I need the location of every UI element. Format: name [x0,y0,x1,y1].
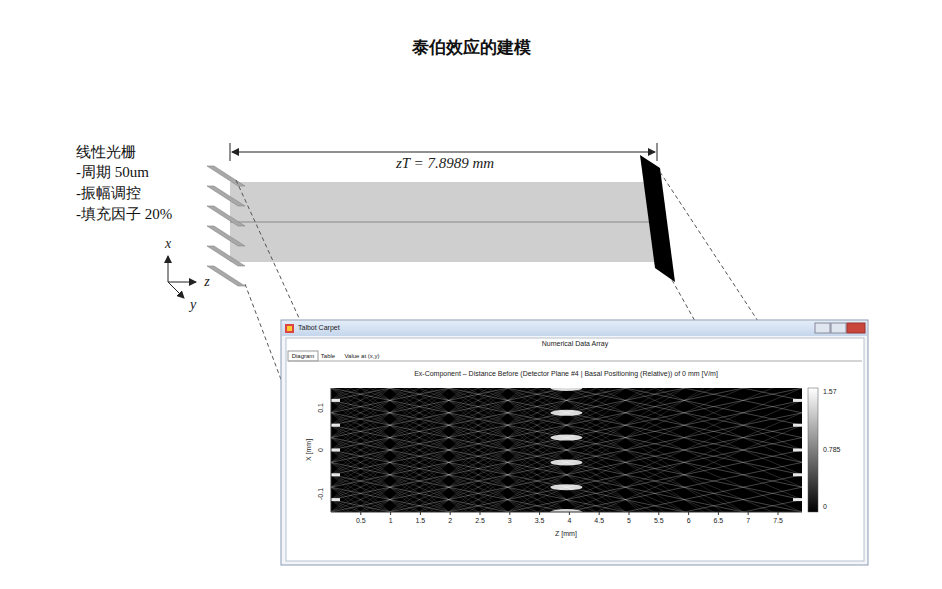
beam [230,182,657,262]
grating [207,166,245,286]
axis-label: z [204,274,209,290]
colorbar [808,388,818,512]
axis-tick: 7 [746,517,750,525]
axis-tick: 4.5 [594,517,604,525]
axis-tick: 4 [567,517,571,525]
axis-tick: 2.5 [475,517,485,525]
tab: Value at (x,y) [345,353,380,360]
axis-tick: 3.5 [535,517,545,525]
colorbar-tick: 0.785 [823,446,841,454]
axis-tick: 0 [317,448,325,452]
axis-label: y [190,297,196,313]
grating-spec: -周期 50um [76,164,149,181]
colorbar-tick: 1.57 [823,388,837,396]
plot-title: Ex-Component – Distance Before (Detector… [414,370,718,378]
axis-tick: 5 [627,517,631,525]
colorbar-tick: 0 [823,503,827,511]
panel-title: Numerical Data Array [542,340,609,348]
axis-tick: 3 [508,517,512,525]
grating-spec: -振幅调控 [76,185,141,202]
tab: Diagram [292,353,315,360]
dimension: zT = 7.8989 mm [394,155,496,172]
axis-title: Z [mm] [555,530,577,538]
detector-plate [640,155,675,282]
axis-tick: 2 [448,517,452,525]
axis-tick: 0.5 [356,517,366,525]
axis-tick: 5.5 [654,517,664,525]
grating-spec: -填充因子 20% [76,206,172,223]
axis-tick: 1.5 [416,517,426,525]
axis-tick: 1 [389,517,393,525]
axis-tick: 6.5 [714,517,724,525]
grating-label: 线性光栅 [76,144,136,161]
axis-tick: 7.5 [773,517,783,525]
axis-tick: -0.1 [317,488,325,500]
title: 泰伯效应的建模 [412,38,531,58]
window-title: Talbot Carpet [298,324,340,332]
axis-tick: 0.1 [317,403,325,413]
axis-label: x [165,236,171,252]
axis-tick: 6 [687,517,691,525]
tab: Table [321,353,335,360]
axis-title: X [mm] [305,439,313,461]
